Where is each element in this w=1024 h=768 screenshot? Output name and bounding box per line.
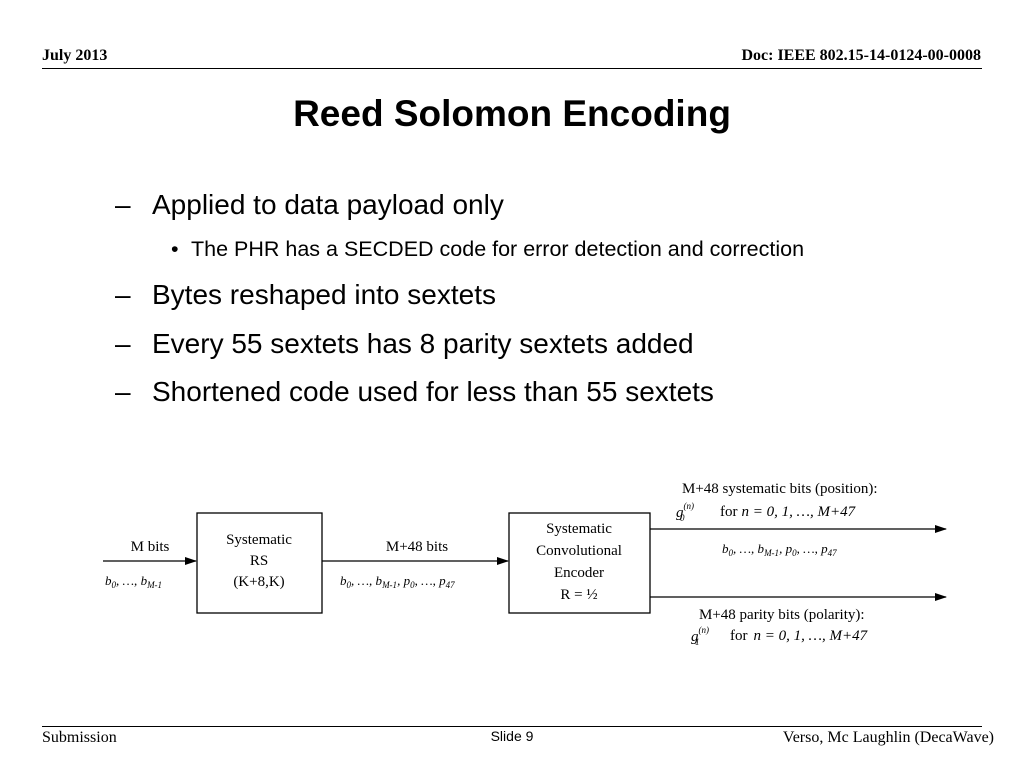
- bullet-4: – Shortened code used for less than 55 s…: [115, 376, 714, 408]
- rs-box-line-1: Systematic: [226, 532, 292, 548]
- parity-output-label: M+48 parity bits (polarity):: [699, 607, 865, 623]
- bullet-2: – Bytes reshaped into sextets: [115, 279, 496, 311]
- bullet-1: – Applied to data payload only: [115, 189, 504, 221]
- rs-encoder-box: [196, 512, 323, 614]
- mid-label: M+48 bits: [386, 539, 448, 555]
- rs-box-line-2: RS: [250, 553, 268, 569]
- bullet-text: The PHR has a SECDED code for error dete…: [191, 237, 805, 261]
- footer-submission: Submission: [42, 729, 117, 746]
- footer-authors: Verso, Mc Laughlin (DecaWave): [782, 729, 994, 746]
- convolutional-encoder-box: [508, 512, 651, 614]
- header-date: July 2013: [42, 47, 108, 64]
- slide-title: Reed Solomon Encoding: [293, 93, 731, 134]
- header-doc-id: Doc: IEEE 802.15-14-0124-00-0008: [741, 47, 981, 64]
- footer-slide-number: Slide 9: [490, 728, 534, 744]
- conv-box-line-3: Encoder: [554, 565, 604, 581]
- conv-box-line-2: Convolutional: [536, 543, 622, 559]
- systematic-output-g: g(n)0: [676, 501, 694, 523]
- systematic-output-sequence: b0, …, bM-1, p0, …, p47: [722, 541, 837, 558]
- conv-box-line-1: Systematic: [546, 521, 612, 537]
- systematic-output-label: M+48 systematic bits (position):: [682, 481, 878, 497]
- bullet-marker: –: [115, 376, 131, 407]
- bullet-text: Every 55 sextets has 8 parity sextets ad…: [152, 328, 694, 359]
- bullet-text: Bytes reshaped into sextets: [152, 279, 496, 310]
- input-label: M bits: [131, 539, 170, 555]
- bullet-marker: •: [171, 237, 179, 261]
- sub-bullet-1: • The PHR has a SECDED code for error de…: [171, 237, 805, 262]
- mid-sequence: b0, …, bM-1, p0, …, p47: [340, 573, 455, 590]
- bullet-marker: –: [115, 279, 131, 310]
- input-sequence: b0, …, bM-1: [105, 573, 162, 590]
- rs-box-line-3: (K+8,K): [233, 574, 284, 590]
- bullet-3: – Every 55 sextets has 8 parity sextets …: [115, 328, 694, 360]
- bullet-marker: –: [115, 189, 131, 220]
- conv-box-line-4: R = ½: [560, 587, 597, 603]
- bullet-text: Applied to data payload only: [152, 189, 504, 220]
- bullet-text: Shortened code used for less than 55 sex…: [152, 376, 714, 407]
- parity-output-g: g(n)1: [691, 625, 709, 647]
- header-divider: [42, 68, 982, 69]
- bullet-marker: –: [115, 328, 131, 359]
- footer-divider: [42, 726, 982, 727]
